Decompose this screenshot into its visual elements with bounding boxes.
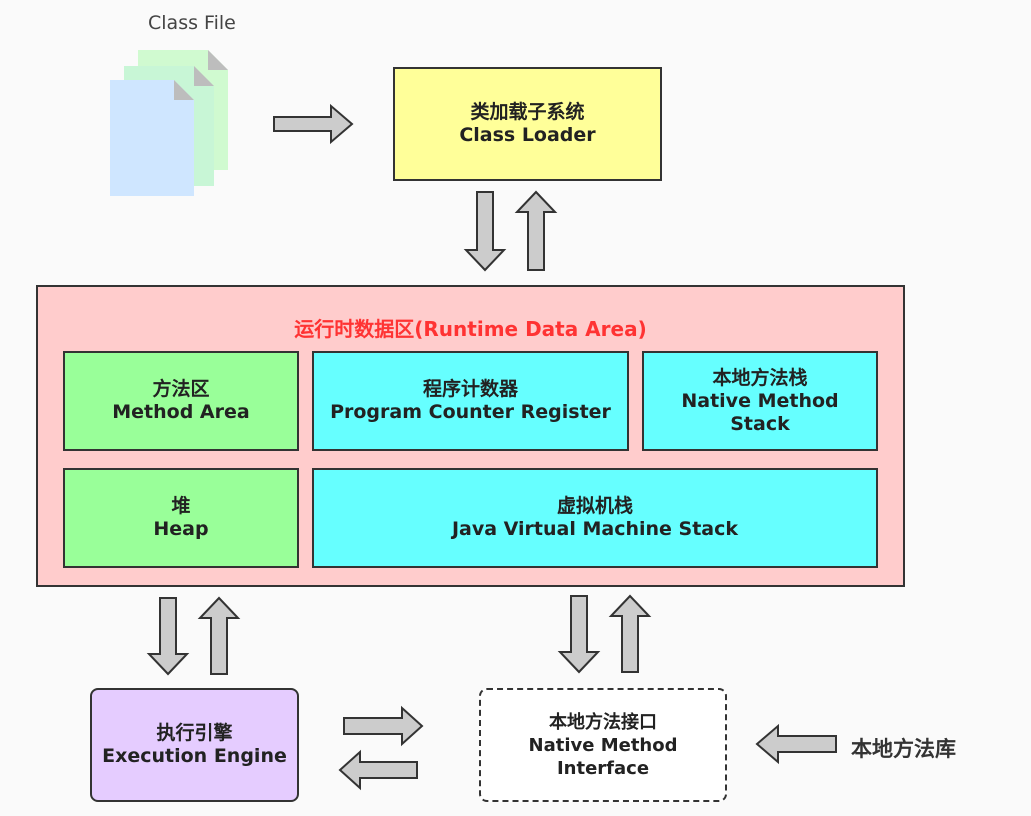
execution-engine-en: Execution Engine xyxy=(102,745,287,767)
execution-engine-box: 执行引擎 Execution Engine xyxy=(90,688,299,802)
arrow-up-icon xyxy=(514,190,558,271)
arrow-down-icon xyxy=(463,191,507,272)
native-interface-en2: Interface xyxy=(556,757,650,779)
heap-en: Heap xyxy=(153,518,209,540)
class-file-label: Class File xyxy=(148,12,236,34)
class-loader-box: 类加载子系统 Class Loader xyxy=(393,67,662,181)
execution-engine-cn: 执行引擎 xyxy=(156,722,233,744)
arrow-down-icon xyxy=(557,595,601,674)
class-loader-title-cn: 类加载子系统 xyxy=(470,101,585,123)
native-library-label: 本地方法库 xyxy=(851,737,956,761)
jvm-stack-box: 虚拟机栈 Java Virtual Machine Stack xyxy=(312,468,878,568)
program-counter-box: 程序计数器 Program Counter Register xyxy=(312,351,629,451)
document-page-front xyxy=(110,80,194,196)
native-method-stack-en2: Stack xyxy=(730,412,790,435)
native-method-stack-cn: 本地方法栈 xyxy=(712,366,808,389)
class-file-icon xyxy=(110,50,228,196)
arrow-right-icon xyxy=(343,705,424,747)
heap-cn: 堆 xyxy=(171,495,191,517)
heap-box: 堆 Heap xyxy=(63,468,299,568)
native-method-interface-box: 本地方法接口 Native Method Interface xyxy=(479,688,727,802)
arrow-left-icon xyxy=(338,749,418,791)
program-counter-cn: 程序计数器 xyxy=(422,378,518,400)
arrow-up-icon xyxy=(608,594,652,673)
method-area-en: Method Area xyxy=(112,401,250,423)
runtime-data-area-title: 运行时数据区(Runtime Data Area) xyxy=(294,317,647,341)
native-method-stack-box: 本地方法栈 Native Method Stack xyxy=(642,351,878,451)
native-interface-cn: 本地方法接口 xyxy=(549,711,657,733)
native-interface-en1: Native Method xyxy=(528,734,678,756)
jvm-stack-en: Java Virtual Machine Stack xyxy=(451,518,739,540)
class-loader-title-en: Class Loader xyxy=(459,124,596,146)
method-area-cn: 方法区 xyxy=(152,378,210,400)
arrow-down-icon xyxy=(146,597,190,676)
arrow-right-icon xyxy=(273,103,354,145)
native-method-stack-en1: Native Method xyxy=(681,389,839,412)
arrow-left-icon xyxy=(755,723,837,765)
arrow-up-icon xyxy=(197,596,241,675)
jvm-stack-cn: 虚拟机栈 xyxy=(556,495,633,517)
program-counter-en: Program Counter Register xyxy=(330,401,611,423)
method-area-box: 方法区 Method Area xyxy=(63,351,299,451)
